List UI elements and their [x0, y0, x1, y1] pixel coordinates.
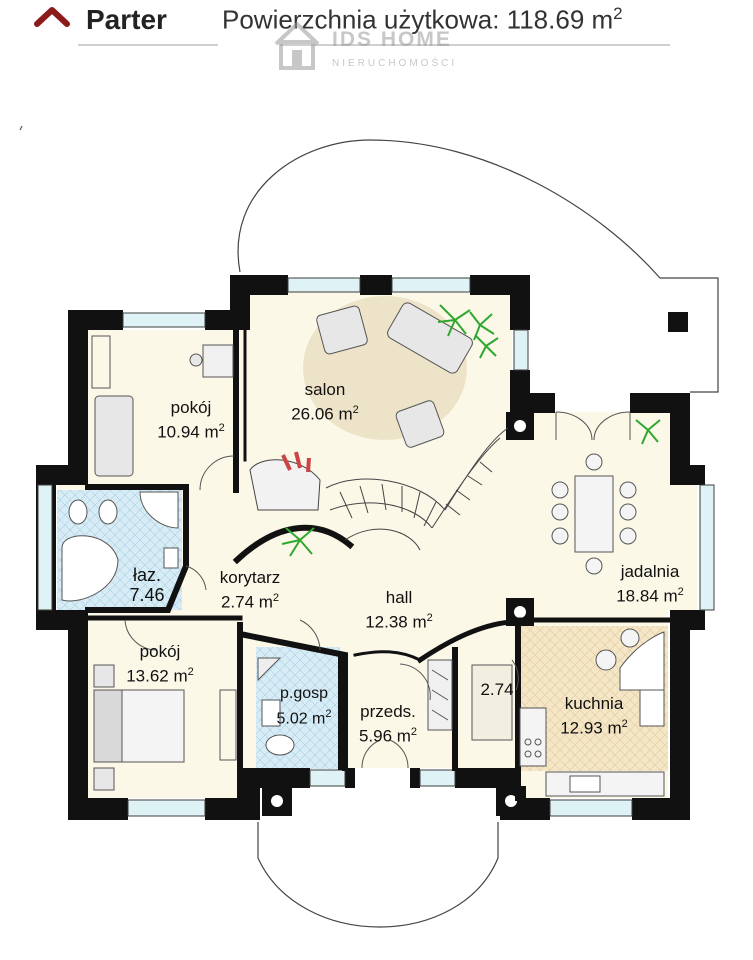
plant-icons — [281, 304, 661, 557]
kitchen-furniture — [519, 628, 665, 797]
room-area: 7.46 — [129, 585, 165, 605]
plant-icon — [635, 419, 661, 445]
room-label-spizarnia: 2.74 — [474, 680, 520, 700]
room-label-jadalnia: jadalnia 18.84 m2 — [604, 562, 696, 607]
room-label-hall: hall 12.38 m2 — [352, 588, 446, 633]
closet — [427, 659, 453, 731]
room-name: 2.74 — [480, 680, 514, 699]
room-name: jadalnia — [620, 562, 680, 581]
terrace-outline-bottom — [257, 822, 499, 928]
header-divider-right — [280, 44, 670, 46]
room-label-pokoj-top: pokój 10.94 m2 — [150, 398, 232, 443]
terrace-pillar — [668, 312, 688, 332]
header-divider-left — [78, 44, 218, 46]
room-name: hall — [385, 588, 413, 607]
chevron-up-icon[interactable] — [32, 4, 72, 30]
room-name: łaz. — [132, 565, 161, 585]
room-area: 2.74 m2 — [220, 592, 280, 612]
room-name: p.gosp — [279, 685, 329, 702]
room-label-przedsionek: przeds. 5.96 m2 — [348, 702, 428, 747]
logo-subtitle: NIERUCHOMOŚCI — [332, 58, 458, 69]
room-name: przeds. — [360, 702, 416, 721]
usable-area-label: Powierzchnia użytkowa: 118.69 m — [222, 4, 614, 35]
room-area: 5.96 m2 — [358, 726, 418, 746]
usable-area: Powierzchnia użytkowa: 118.69 m2 — [222, 4, 623, 36]
logo-brand: IDS HOME — [332, 28, 452, 51]
columns-inner — [271, 420, 526, 807]
room-name: kuchnia — [564, 694, 624, 713]
terrace-outline-top — [237, 139, 719, 393]
bathroom-fixtures — [61, 491, 179, 602]
room-name: korytarz — [219, 568, 281, 587]
staircase — [325, 427, 509, 551]
utility-fixtures — [257, 657, 295, 756]
room-label-korytarz: korytarz 2.74 m2 — [206, 568, 294, 613]
room-name: pokój — [139, 642, 181, 661]
room-label-kuchnia: kuchnia 12.93 m2 — [546, 694, 642, 739]
house-logo-icon — [274, 21, 320, 70]
room-name: pokój — [170, 398, 212, 417]
plant-icon — [281, 527, 315, 557]
salon-furniture — [316, 302, 473, 448]
watermark-logo: IDS HOME NIERUCHOMOŚCI — [272, 18, 482, 72]
room-label-salon: salon 26.06 m2 — [280, 380, 370, 425]
room-area: 18.84 m2 — [616, 586, 684, 606]
room-area: 10.94 m2 — [157, 422, 225, 442]
windows — [37, 277, 715, 817]
header: Parter Powierzchnia użytkowa: 118.69 m2 — [0, 0, 753, 48]
room-area: 5.02 m2 — [276, 708, 332, 728]
bedroom-furniture — [93, 664, 237, 791]
room-name: salon — [304, 380, 346, 399]
room-label-pokoj-bottom: pokój 13.62 m2 — [114, 642, 206, 687]
fireplace — [249, 451, 321, 511]
corner-tick — [19, 125, 23, 131]
room-area: 12.93 m2 — [560, 718, 628, 738]
pantry-counter — [471, 664, 513, 741]
room-label-pomieszczenie-gospodarcze: p.gosp 5.02 m2 — [268, 684, 340, 729]
room-area: 26.06 m2 — [291, 404, 359, 424]
plant-icon — [437, 304, 499, 359]
room-label-lazienka: łaz. 7.46 — [118, 565, 176, 605]
dining-furniture — [551, 411, 637, 575]
room-top-furniture — [91, 335, 234, 477]
room-area: 12.38 m2 — [365, 612, 433, 632]
room-area: 13.62 m2 — [126, 666, 194, 686]
doors — [124, 455, 519, 769]
floor-title: Parter — [86, 4, 167, 35]
usable-area-unit-sup: 2 — [613, 4, 623, 23]
